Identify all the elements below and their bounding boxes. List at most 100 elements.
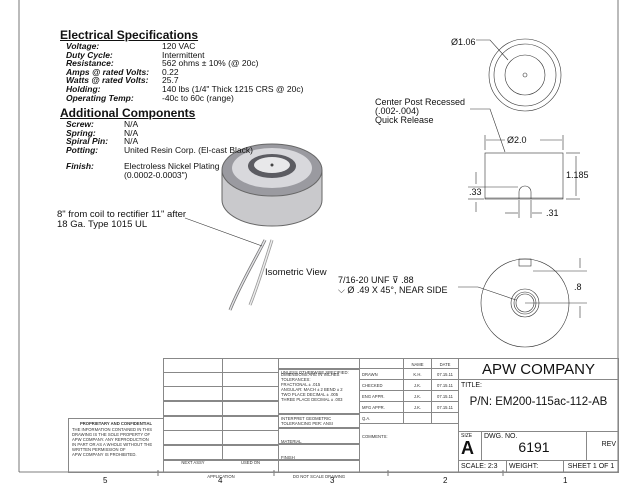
- component-value: N/A: [124, 127, 139, 138]
- zone-label: 5: [103, 476, 108, 485]
- spec-row: Resistance: 562 ohms ± 10% (@ 20c): [66, 59, 303, 68]
- component-row: Potting: United Resin Corp. (El-cast Blac…: [66, 146, 253, 155]
- spec-key: Voltage:: [66, 41, 100, 51]
- dim-0-33: .33: [469, 187, 482, 197]
- blank-cell: [222, 416, 279, 431]
- comments-cell: COMMENTS:: [359, 423, 459, 473]
- component-key: Potting:: [66, 144, 99, 155]
- zone-label: 2: [443, 476, 448, 485]
- weight-cell: WEIGHT:: [506, 460, 564, 473]
- dim-diameter-1-06: Ø1.06: [451, 37, 476, 47]
- isometric-coil: [221, 143, 323, 311]
- proprietary-line: APW COMPANY IS PROHIBITED.: [72, 452, 137, 457]
- title-label: TITLE:: [461, 382, 483, 389]
- spec-row: Operating Temp: -40c to 60c (range): [66, 92, 303, 103]
- sheet-cell: SHEET 1 OF 1: [563, 460, 619, 473]
- next-assy-cell: NEXT ASSY: [163, 445, 223, 465]
- spec-row: Holding: 140 lbs (1/4" Thick 1215 CRS @ 2…: [66, 85, 303, 94]
- component-row: Screw: N/A: [66, 120, 253, 129]
- component-value: United Resin Corp. (El-cast Black): [124, 144, 253, 155]
- zone-label: 1: [563, 476, 568, 485]
- dim-height-1-185: 1.185: [566, 170, 589, 180]
- spec-row: Voltage: 120 VAC: [66, 42, 303, 51]
- spec-row: Watts @ rated Volts: 25.7: [66, 76, 303, 85]
- spec-key: Operating Temp:: [66, 92, 134, 103]
- tolerance-line: ANGULAR: MACH ± 2 BEND ± 2: [281, 387, 343, 392]
- dim-0-8: .8: [574, 282, 582, 292]
- do-not-scale-cell: DO NOT SCALE DRAWING: [278, 460, 360, 479]
- proprietary-line: APW COMPANY. ANY REPRODUCTION: [72, 437, 149, 442]
- material-cell: MATERIAL: [278, 428, 360, 444]
- additional-heading: Additional Components: [60, 106, 196, 120]
- blank-cell: [222, 430, 279, 445]
- blank-cell: [163, 358, 223, 373]
- top-view-outer: [488, 38, 562, 112]
- used-on-cell: USED ON: [222, 445, 279, 465]
- spec-value: 25.7: [162, 75, 179, 86]
- component-row: Spring: N/A: [66, 127, 253, 138]
- title-cell: TITLE: P/N: EM200-115ac-112-AB: [458, 379, 619, 432]
- isometric-label: Isometric View: [265, 267, 327, 278]
- spec-value: 0.22: [162, 66, 179, 77]
- company-name: APW COMPANY: [458, 358, 619, 380]
- part-number: P/N: EM200-115ac-112-AB: [469, 396, 608, 408]
- component-key: Screw:: [66, 119, 94, 129]
- component-value: N/A: [124, 136, 139, 147]
- spec-key: Amps @ rated Volts:: [66, 66, 150, 77]
- finish-key: Finish:: [66, 161, 94, 171]
- blank-cell: [163, 416, 223, 431]
- spec-value: 140 lbs (1/4" Thick 1215 CRS @ 20c): [162, 83, 304, 94]
- blank-cell: [163, 401, 223, 416]
- spec-value: -40c to 60c (range): [162, 92, 234, 103]
- thread-note: 7/16-20 UNF ⊽ .88⌵ Ø .49 X 45°, NEAR SID…: [338, 275, 448, 295]
- component-value: N/A: [124, 119, 139, 129]
- finish-thickness: (0.0002-0.0003"): [124, 169, 188, 180]
- electrical-heading: Electrical Specifications: [60, 28, 199, 42]
- proprietary-line: THE INFORMATION CONTAINED IN THIS: [72, 427, 153, 432]
- proprietary-line: WRITTEN PERMISSION OF: [72, 447, 126, 452]
- blank-cell: [163, 372, 223, 387]
- component-row: Spiral Pin: N/A: [66, 137, 253, 146]
- spec-row: Amps @ rated Volts: 0.22: [66, 68, 303, 77]
- proprietary-line: IN PART OR AS A WHOLE WITHOUT THE: [72, 442, 153, 447]
- tolerance-line: THREE PLACE DECIMAL ± .003: [281, 397, 343, 402]
- rev-cell: REV: [586, 431, 619, 461]
- finish-value: Electroless Nickel Plating: [124, 161, 220, 171]
- tolerance-line: DIMENSIONS ARE IN INCHES: [281, 372, 340, 377]
- blank-cell: [222, 401, 279, 416]
- blank-cell: [222, 386, 279, 401]
- blank-cell: [222, 372, 279, 387]
- tolerance-line: TOLERANCES:: [281, 377, 311, 382]
- component-key: Spiral Pin:: [66, 136, 109, 147]
- dim-0-31: .31: [546, 208, 559, 218]
- finish-spec: Finish: Electroless Nickel Plating(0.0002…: [66, 162, 219, 179]
- blank-cell: [163, 430, 223, 445]
- component-key: Spring:: [66, 127, 96, 138]
- spec-value: 562 ohms ± 10% (@ 20c): [162, 58, 259, 69]
- spec-value: 120 VAC: [162, 41, 196, 51]
- zone-label: 3: [330, 476, 335, 485]
- zone-label: 4: [218, 476, 223, 485]
- spec-key: Duty Cycle:: [66, 49, 113, 60]
- spec-key: Watts @ rated Volts:: [66, 75, 149, 86]
- tolerance-line: TWO PLACE DECIMAL ± .005: [281, 392, 339, 397]
- dwg-cell: DWG. NO.6191: [481, 431, 587, 461]
- spec-key: Resistance:: [66, 58, 114, 69]
- side-view: [484, 152, 564, 200]
- tolerance-line: FRACTIONAL ± .015: [281, 382, 321, 387]
- dim-diameter-2-0: Ø2.0: [507, 135, 527, 145]
- blank-cell: [222, 358, 279, 373]
- application-cell: APPLICATION: [163, 460, 279, 479]
- scale-cell: SCALE: 2:3: [458, 460, 507, 473]
- proprietary-line: DRAWING IS THE SOLE PROPERTY OF: [72, 432, 151, 437]
- spec-key: Holding:: [66, 83, 101, 94]
- proprietary-box: PROPRIETARY AND CONFIDENTIAL THE INFORMA…: [68, 418, 164, 473]
- spec-value: Intermittent: [162, 49, 205, 60]
